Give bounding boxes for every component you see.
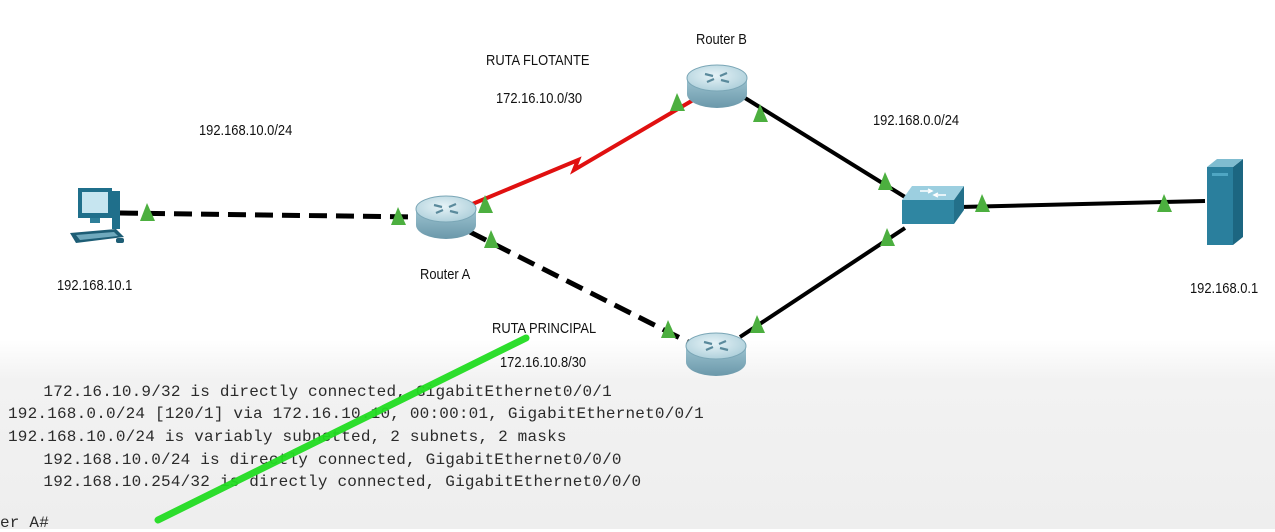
router-a-icon[interactable] xyxy=(413,193,479,243)
port-indicator xyxy=(484,230,499,248)
router-a-label: Router A xyxy=(420,266,471,283)
main-route-label: RUTA PRINCIPAL xyxy=(492,320,597,337)
router-b-icon[interactable] xyxy=(684,62,750,112)
port-indicator xyxy=(391,207,406,225)
link-router-a-router-b-floating xyxy=(469,94,702,207)
port-indicator xyxy=(1157,194,1172,212)
link-router-c-switch xyxy=(738,226,907,339)
terminal-line: 172.16.10.9/32 is directly connected, Gi… xyxy=(14,383,612,401)
server-icon[interactable] xyxy=(1203,157,1247,247)
port-indicator xyxy=(750,315,765,333)
terminal-line: 192.168.0.0/24 [120/1] via 172.16.10.10,… xyxy=(8,405,704,423)
port-indicator xyxy=(878,172,893,190)
floating-network-label: 172.16.10.0/30 xyxy=(496,90,583,107)
port-indicator xyxy=(661,320,676,338)
pc-ip-label: 192.168.10.1 xyxy=(57,277,133,294)
port-indicator xyxy=(670,93,685,111)
terminal-line: 192.168.10.254/32 is directly connected,… xyxy=(14,473,642,491)
terminal-line: 192.168.10.0/24 is directly connected, G… xyxy=(14,451,622,469)
port-indicator xyxy=(478,195,493,213)
link-pc-router-a xyxy=(119,210,416,220)
floating-route-label: RUTA FLOTANTE xyxy=(486,52,590,69)
terminal-line: 192.168.10.0/24 is variably subnetted, 2… xyxy=(8,428,567,446)
main-network-label: 172.16.10.8/30 xyxy=(500,354,587,371)
switch-icon[interactable] xyxy=(898,184,966,228)
lan-left-label: 192.168.10.0/24 xyxy=(199,122,293,139)
router-b-label: Router B xyxy=(696,31,747,48)
terminal-prompt: er A# xyxy=(0,514,50,532)
router-c-icon[interactable] xyxy=(683,330,749,380)
port-indicator xyxy=(753,104,768,122)
lan-right-label: 192.168.0.0/24 xyxy=(873,112,960,129)
link-router-a-router-c-principal xyxy=(468,229,692,346)
link-router-b-switch xyxy=(743,96,907,199)
port-indicator xyxy=(880,228,895,246)
server-ip-label: 192.168.0.1 xyxy=(1190,280,1259,297)
port-indicator xyxy=(140,203,155,221)
pc-icon[interactable] xyxy=(68,185,128,245)
port-indicator xyxy=(975,194,990,212)
